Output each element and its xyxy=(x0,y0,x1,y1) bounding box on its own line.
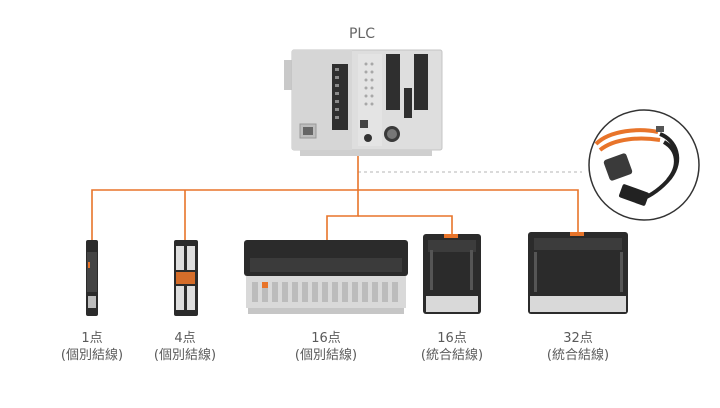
device-count: 1点 xyxy=(81,331,103,346)
device-label-3: 16点 (個別結線) xyxy=(286,330,366,364)
device-count: 4点 xyxy=(174,331,196,346)
device-label-2: 4点 (個別結線) xyxy=(145,330,225,364)
device-wiring: (個別結線) xyxy=(153,348,217,363)
terminal-16-individual-icon xyxy=(244,240,408,314)
device-wiring: (統合結線) xyxy=(420,348,484,363)
device-label-5: 32点 (統合結線) xyxy=(538,330,618,364)
device-wiring: (個別結線) xyxy=(294,348,358,363)
device-wiring: (個別結線) xyxy=(60,348,124,363)
device-count: 32点 xyxy=(563,331,593,346)
device-wiring: (統合結線) xyxy=(546,348,610,363)
plc-label: PLC xyxy=(348,26,376,42)
plc-unit-icon xyxy=(284,49,443,156)
terminal-16-integrated-icon xyxy=(423,234,481,314)
connector-cable-icon xyxy=(588,109,700,221)
terminal-32-integrated-icon xyxy=(528,232,628,314)
relay-1-point-icon xyxy=(86,240,98,316)
wiring xyxy=(91,156,579,240)
device-label-4: 16点 (統合結線) xyxy=(412,330,492,364)
device-label-1: 1点 (個別結線) xyxy=(52,330,132,364)
device-count: 16点 xyxy=(437,331,467,346)
device-count: 16点 xyxy=(311,331,341,346)
relay-4-point-icon xyxy=(174,240,198,316)
